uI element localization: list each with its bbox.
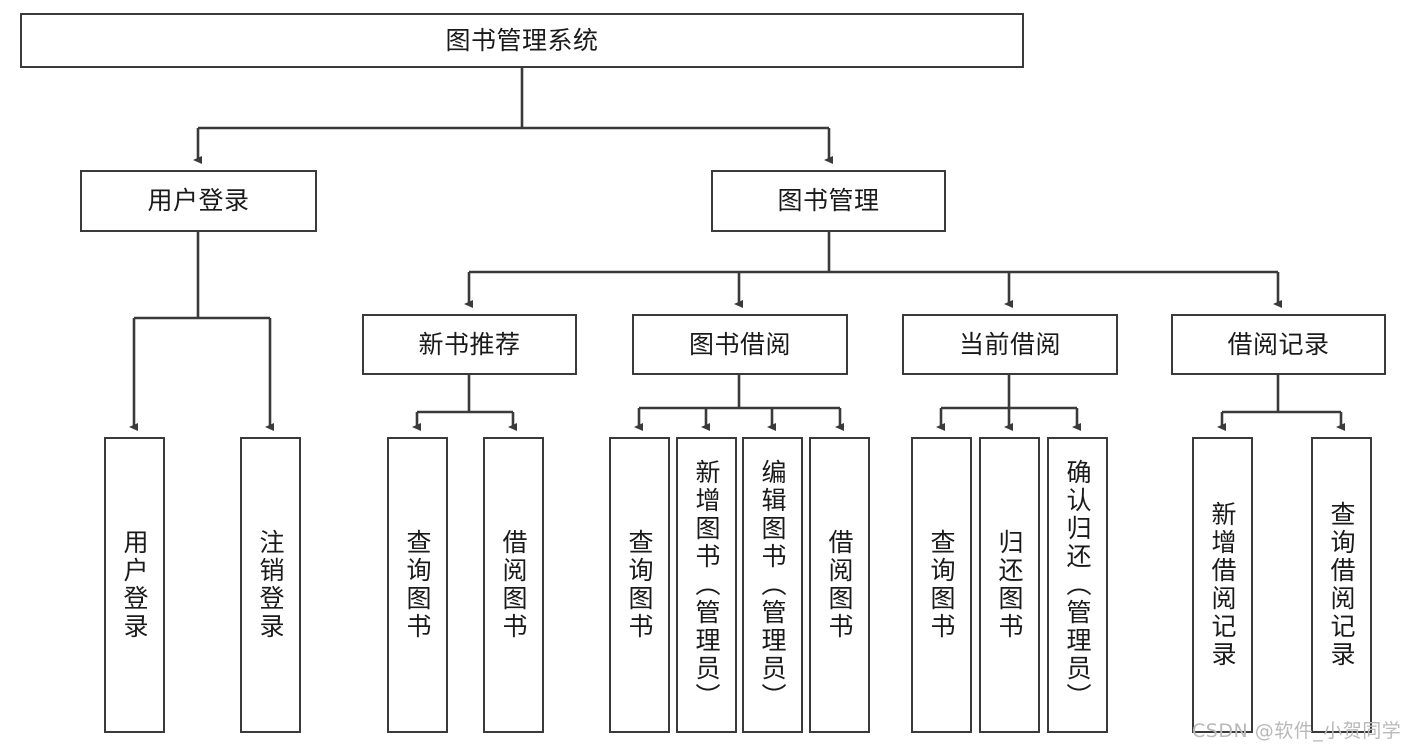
node-label: 借阅记录 <box>1227 329 1330 359</box>
node-book-management[interactable]: 图书管理 <box>711 170 946 232</box>
leaf-query-books-current[interactable]: 查询图书 <box>911 437 972 733</box>
node-borrowing-records[interactable]: 借阅记录 <box>1171 314 1386 375</box>
node-user-login[interactable]: 用户登录 <box>80 170 317 232</box>
node-label: 归还图书 <box>995 529 1024 641</box>
node-book-borrowing[interactable]: 图书借阅 <box>632 314 848 375</box>
node-label: 新增借阅记录 <box>1208 501 1237 669</box>
leaf-add-borrow-record[interactable]: 新增借阅记录 <box>1192 437 1253 733</box>
node-new-book-recommendation[interactable]: 新书推荐 <box>362 314 577 375</box>
leaf-logout[interactable]: 注销登录 <box>240 437 301 733</box>
node-label: 用户登录 <box>147 186 250 215</box>
node-label: 编辑图书（管理员） <box>758 459 787 711</box>
node-label: 图书管理 <box>777 186 880 215</box>
leaf-edit-book-admin[interactable]: 编辑图书（管理员） <box>742 437 803 733</box>
node-label: 查询图书 <box>403 529 432 641</box>
node-label: 借阅图书 <box>499 529 528 641</box>
leaf-borrow-books-new[interactable]: 借阅图书 <box>483 437 544 733</box>
leaf-return-books[interactable]: 归还图书 <box>979 437 1040 733</box>
csdn-watermark: CSDN @软件_小贺同学 <box>1192 720 1402 742</box>
node-label: 新增图书（管理员） <box>692 459 721 711</box>
node-label: 用户登录 <box>120 529 149 641</box>
leaf-query-borrow-record[interactable]: 查询借阅记录 <box>1311 437 1372 733</box>
node-label: 查询借阅记录 <box>1327 501 1356 669</box>
node-label: 确认归还（管理员） <box>1063 459 1092 711</box>
node-root-book-management-system[interactable]: 图书管理系统 <box>20 13 1024 68</box>
leaf-user-login[interactable]: 用户登录 <box>104 437 165 733</box>
node-label: 图书借阅 <box>688 329 791 359</box>
leaf-borrow-books[interactable]: 借阅图书 <box>809 437 870 733</box>
leaf-query-books-borrow[interactable]: 查询图书 <box>609 437 670 733</box>
leaf-add-book-admin[interactable]: 新增图书（管理员） <box>676 437 737 733</box>
node-label: 查询图书 <box>927 529 956 641</box>
node-label: 查询图书 <box>625 529 654 641</box>
node-label: 注销登录 <box>256 529 285 641</box>
node-current-borrowing[interactable]: 当前借阅 <box>902 314 1118 375</box>
leaf-confirm-return-admin[interactable]: 确认归还（管理员） <box>1047 437 1108 733</box>
node-label: 新书推荐 <box>418 329 521 359</box>
node-label: 当前借阅 <box>958 329 1061 359</box>
node-label: 借阅图书 <box>825 529 854 641</box>
node-label: 图书管理系统 <box>445 25 599 55</box>
leaf-query-books-new[interactable]: 查询图书 <box>387 437 448 733</box>
